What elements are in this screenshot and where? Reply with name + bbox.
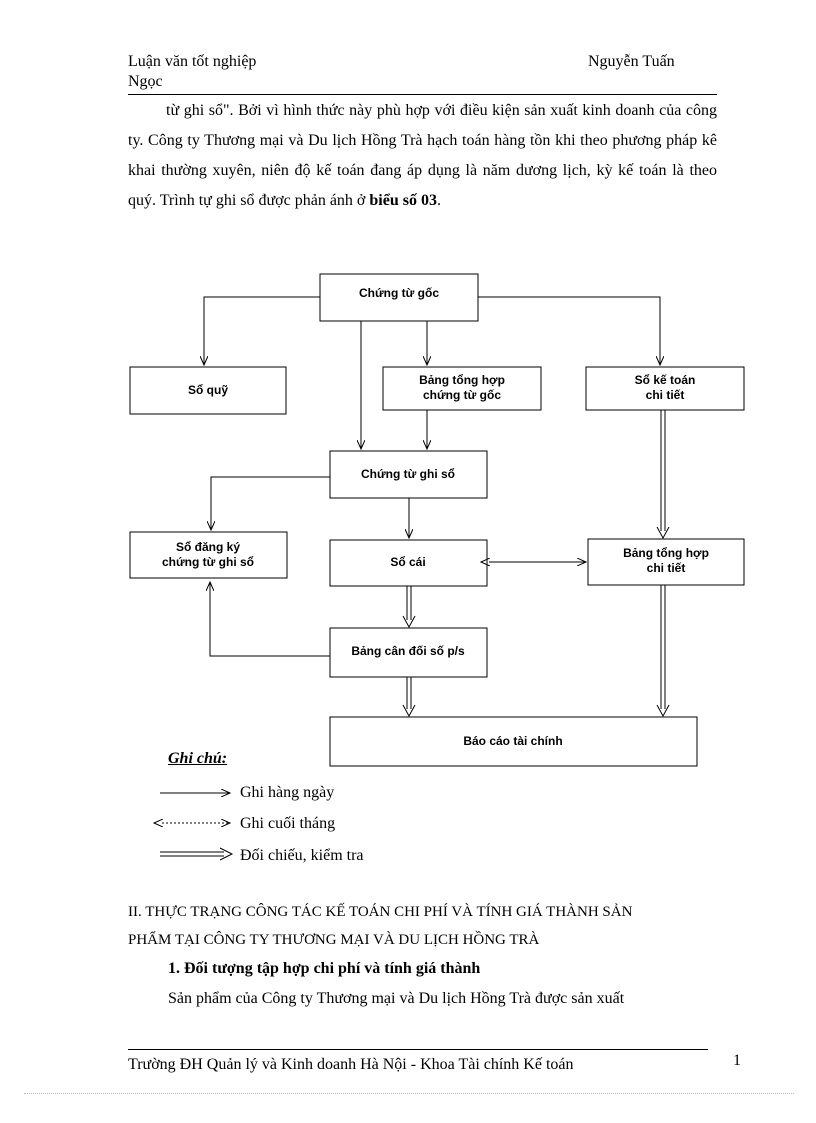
label-so-ke-toan-1: Sổ kế toán bbox=[635, 373, 696, 387]
legend-double-arrow bbox=[160, 847, 234, 861]
box-bang-can-doi bbox=[329, 627, 488, 678]
paragraph-text: từ ghi sổ". Bởi vì hình thức này phù hợp… bbox=[128, 102, 717, 209]
label-so-cai: Sổ cái bbox=[390, 555, 425, 569]
page-number: 1 bbox=[733, 1052, 741, 1069]
double-arrows bbox=[402, 410, 670, 718]
legend-item-daily: Ghi hàng ngày bbox=[240, 784, 335, 801]
box-bang-tong-hop-chung-tu-goc bbox=[382, 366, 542, 411]
arrow-goc-to-so-ke-toan bbox=[478, 296, 660, 365]
legend-symbols bbox=[160, 793, 234, 861]
accounting-flow-diagram: Chứng từ gốc Sổ quỹ Bảng tổng hợp chứng … bbox=[129, 273, 745, 861]
subheading: 1. Đối tượng tập hợp chi phí và tính giá… bbox=[168, 960, 481, 977]
legend-item-reconcile: Đối chiếu, kiểm tra bbox=[240, 847, 364, 864]
label-bang-tong-hop-2: chứng từ gốc bbox=[423, 388, 501, 402]
box-so-dang-ky bbox=[129, 531, 288, 579]
box-so-ke-toan-chi-tiet bbox=[585, 366, 745, 411]
label-so-ke-toan-2: chi tiết bbox=[646, 388, 685, 402]
box-so-cai bbox=[329, 539, 488, 587]
label-so-dang-ky-2: chứng từ ghi sổ bbox=[162, 555, 254, 569]
label-bang-tong-hop-ct-1: Bảng tổng hợp bbox=[623, 546, 709, 560]
arrow-goc-to-so-quy bbox=[204, 296, 320, 365]
label-bang-tong-hop-ct-2: chi tiết bbox=[647, 561, 686, 575]
legend-title: Ghi chú: bbox=[168, 750, 228, 767]
paragraph-bold-reference: biểu số 03 bbox=[369, 192, 437, 209]
label-bao-cao: Báo cáo tài chính bbox=[463, 734, 562, 748]
label-so-quy: Sổ quỹ bbox=[188, 383, 228, 397]
section-heading-line1: II. THỰC TRẠNG CÔNG TÁC KẾ TOÁN CHI PHÍ … bbox=[128, 904, 633, 920]
section-body: Sản phẩm của Công ty Thương mại và Du lị… bbox=[168, 990, 625, 1007]
header-right: Nguyễn Tuấn bbox=[588, 53, 675, 70]
paragraph-end: . bbox=[436, 192, 441, 209]
label-chung-tu-goc: Chứng từ gốc bbox=[359, 286, 439, 300]
box-bao-cao-tai-chinh bbox=[329, 716, 698, 767]
arrow-ghi-so-to-dang-ky bbox=[211, 476, 330, 530]
arrow-can-doi-to-dang-ky bbox=[210, 582, 330, 657]
box-bang-tong-hop-chi-tiet bbox=[587, 538, 745, 586]
label-bang-tong-hop-1: Bảng tổng hợp bbox=[419, 373, 505, 387]
header-rule bbox=[128, 94, 717, 95]
footer-rule bbox=[128, 1049, 708, 1050]
intro-paragraph: từ ghi sổ". Bởi vì hình thức này phù hợp… bbox=[128, 96, 717, 216]
page-edge bbox=[24, 1093, 794, 1094]
label-bang-can-doi: Bảng cân đối số p/s bbox=[351, 644, 465, 658]
label-chung-tu-ghi-so: Chứng từ ghi sổ bbox=[361, 467, 455, 481]
box-so-quy bbox=[129, 366, 287, 415]
section-heading-line2: PHẨM TẠI CÔNG TY THƯƠNG MẠI VÀ DU LỊCH H… bbox=[128, 932, 540, 948]
footer-text: Trường ĐH Quản lý và Kinh doanh Hà Nội -… bbox=[128, 1056, 574, 1073]
box-chung-tu-ghi-so bbox=[329, 450, 488, 499]
label-so-dang-ky-1: Sổ đăng ký bbox=[176, 540, 240, 554]
legend-item-month-end: Ghi cuối tháng bbox=[240, 815, 336, 832]
header-left: Luận văn tốt nghiệp bbox=[128, 53, 257, 70]
header-left-continued: Ngọc bbox=[128, 73, 163, 90]
